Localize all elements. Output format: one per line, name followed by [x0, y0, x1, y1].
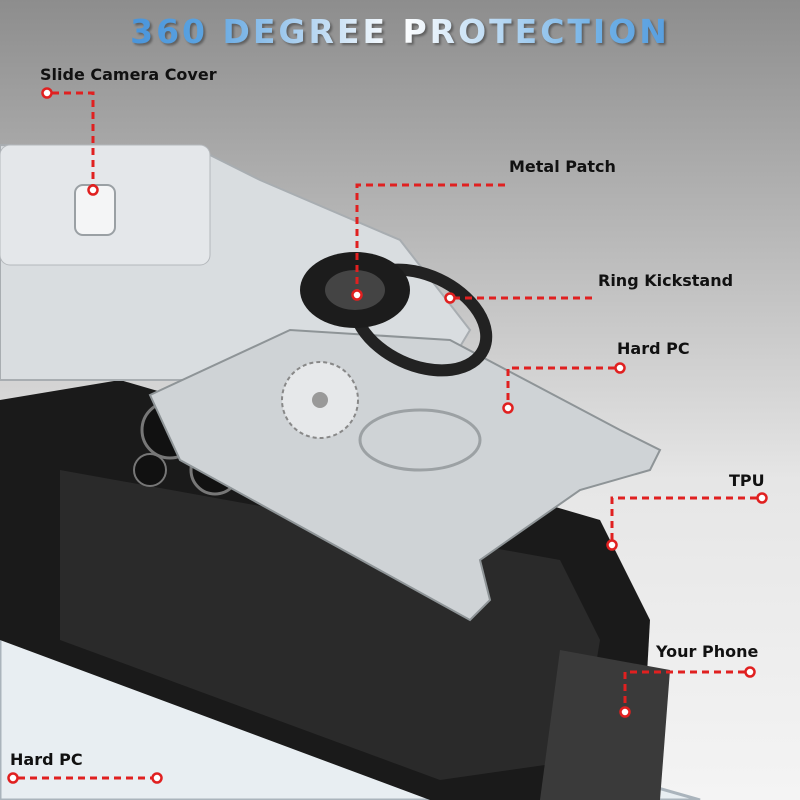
your-phone — [540, 650, 670, 800]
label-hard-pc-bottom: Hard PC — [10, 750, 83, 769]
callout-dot — [606, 539, 618, 551]
callout-dot — [351, 289, 363, 301]
leader-metal-patch — [355, 183, 505, 290]
page-title: 360 DEGREE PROTECTION — [0, 12, 800, 51]
callout-dot — [444, 292, 456, 304]
callout-dot — [502, 402, 514, 414]
callout-dot — [744, 666, 756, 678]
label-metal-patch: Metal Patch — [509, 157, 616, 176]
hard-pc-back — [148, 328, 662, 622]
callout-dot — [151, 772, 163, 784]
label-slide-camera-cover: Slide Camera Cover — [40, 65, 217, 84]
callout-dot — [619, 706, 631, 718]
callout-dot — [41, 87, 53, 99]
callout-dot — [756, 492, 768, 504]
leader-tpu — [610, 496, 757, 540]
label-hard-pc-top: Hard PC — [617, 339, 690, 358]
label-ring-kickstand: Ring Kickstand — [598, 271, 734, 290]
callout-dot — [614, 362, 626, 374]
callout-dot — [87, 184, 99, 196]
label-tpu: TPU — [729, 471, 765, 490]
callout-dot — [7, 772, 19, 784]
leader-your-phone — [623, 670, 745, 707]
leader-slide-camera-cover — [52, 91, 95, 186]
label-your-phone: Your Phone — [656, 642, 759, 661]
